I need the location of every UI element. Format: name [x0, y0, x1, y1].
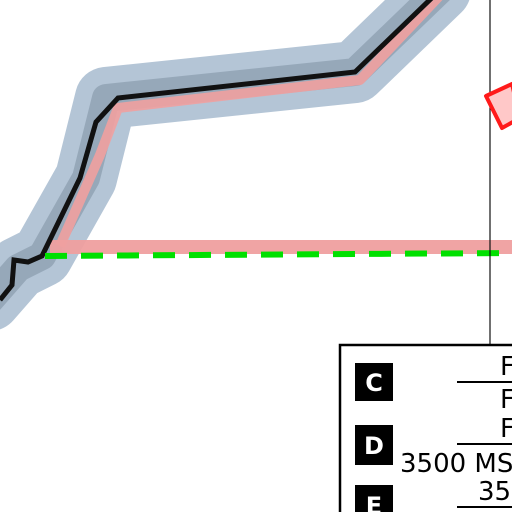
class-d-badge — [355, 425, 393, 465]
restricted-area[interactable] — [484, 82, 512, 130]
route-pink-segment — [55, 0, 443, 249]
class-c-upper: F — [500, 352, 512, 382]
class-e-badge — [355, 485, 393, 512]
airspace-legend: C F F D F 3500 MS E 35 — [338, 343, 512, 512]
class-c-lower: F — [500, 385, 512, 415]
class-e-lower: 35 — [478, 477, 511, 507]
class-d-upper: F — [500, 414, 512, 444]
class-c-letter: C — [365, 369, 383, 397]
class-e-letter: E — [366, 492, 382, 512]
class-d-letter: D — [364, 432, 384, 460]
class-c-badge — [355, 363, 393, 401]
class-d-lower: 3500 MS — [400, 449, 512, 479]
track-line — [0, 0, 434, 302]
dashed-route-line — [44, 250, 512, 259]
